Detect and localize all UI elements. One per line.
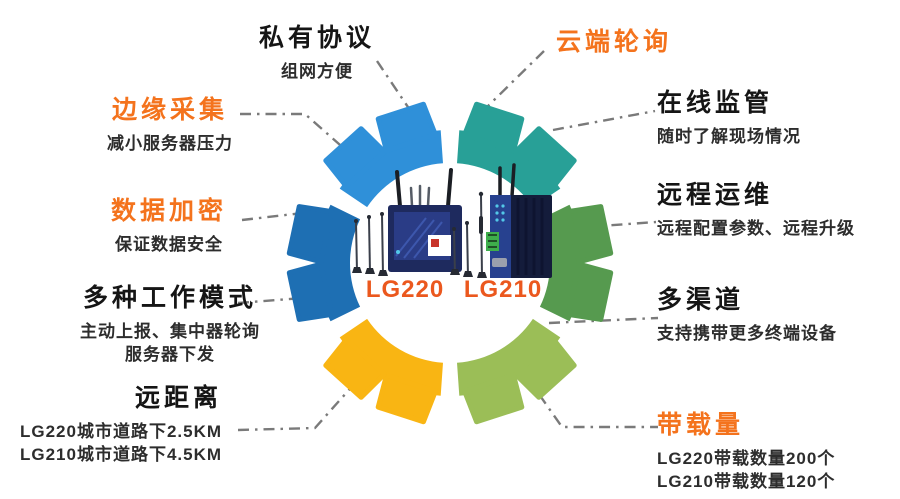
feature-subtitle: 服务器下发 (125, 344, 215, 364)
feature-title: 远程运维 (657, 181, 774, 209)
device-illustrations (352, 163, 552, 279)
connector-remote-operation (585, 220, 657, 229)
feature-subtitle: LG210城市道路下4.5KM (20, 444, 223, 464)
feature-private-protocol: 私有协议 组网方便 (238, 24, 396, 83)
gear-tooth-green-1 (565, 204, 614, 265)
gear-tooth-yellow-1 (375, 372, 438, 425)
feature-multi-channel: 多渠道 支持携带更多终端设备 (657, 286, 877, 345)
gear-tooth-light-green-1 (513, 337, 577, 400)
feature-title: 数据加密 (110, 197, 227, 225)
product-label-lg210: LG210 (463, 276, 543, 303)
gear-diagram (286, 101, 614, 425)
connector-multi-channel (548, 316, 659, 325)
gear-tooth-light-blue-1 (323, 126, 387, 189)
gear-tooth-light-blue-2 (375, 101, 438, 154)
feature-load-capacity: 带载量 LG220带载数量200个 LG210带载数量120个 (657, 411, 877, 493)
feature-data-encryption: 数据加密 保证数据安全 (84, 197, 254, 256)
feature-subtitle: 支持携带更多终端设备 (657, 323, 837, 343)
connector-work-modes (237, 296, 304, 305)
feature-edge-collection: 边缘采集 减小服务器压力 (80, 96, 260, 155)
feature-subtitle: LG220带载数量200个 (657, 448, 836, 468)
feature-title: 私有协议 (258, 24, 375, 52)
gear-segment-teal (457, 130, 561, 208)
gear-tooth-green-2 (565, 261, 614, 322)
device-lg210-illustration (450, 163, 552, 279)
feature-subtitle: 减小服务器压力 (107, 133, 233, 153)
gear-segment-light-green (457, 318, 561, 396)
gear-segment-yellow (339, 318, 443, 396)
product-label-lg220: LG220 (365, 276, 445, 303)
feature-title: 在线监管 (657, 89, 774, 117)
feature-subtitle: 保证数据安全 (115, 234, 223, 254)
feature-subtitle: 远程配置参数、远程升级 (657, 218, 855, 238)
feature-subtitle: 随时了解现场情况 (657, 126, 801, 146)
gear-tooth-teal-2 (513, 126, 577, 189)
feature-remote-operation: 远程运维 远程配置参数、远程升级 (657, 181, 887, 240)
gear-segment-light-blue (339, 130, 443, 208)
feature-long-range: 远距离 LG220城市道路下2.5KM LG210城市道路下4.5KM (20, 384, 222, 466)
connector-online-monitoring (552, 109, 656, 132)
connector-long-range (237, 354, 381, 432)
feature-work-modes: 多种工作模式 主动上报、集中器轮询 服务器下发 (40, 284, 300, 366)
gear-tooth-yellow-2 (323, 337, 387, 400)
gear-tooth-dark-blue-2 (286, 204, 335, 265)
feature-subtitle: 主动上报、集中器轮询 (80, 321, 260, 341)
feature-cloud-polling: 云端轮询 (556, 28, 736, 57)
feature-title: 远距离 (134, 384, 222, 412)
feature-title: 多种工作模式 (82, 284, 257, 312)
gear-tooth-light-green-2 (462, 372, 525, 425)
connector-data-encryption (241, 211, 304, 222)
feature-subtitle: 组网方便 (281, 61, 353, 81)
feature-title: 带载量 (657, 411, 745, 439)
feature-subtitle: LG210带载数量120个 (657, 471, 836, 491)
feature-title: 多渠道 (657, 286, 745, 314)
feature-title: 云端轮询 (556, 28, 673, 56)
connector-edge-collection (240, 112, 349, 153)
feature-subtitle: LG220城市道路下2.5KM (20, 421, 223, 441)
gear-tooth-teal-1 (462, 101, 525, 154)
feature-online-monitoring: 在线监管 随时了解现场情况 (657, 89, 877, 148)
gear-tooth-dark-blue-1 (286, 261, 335, 322)
feature-title: 边缘采集 (111, 96, 228, 124)
device-lg220-illustration (352, 168, 462, 276)
